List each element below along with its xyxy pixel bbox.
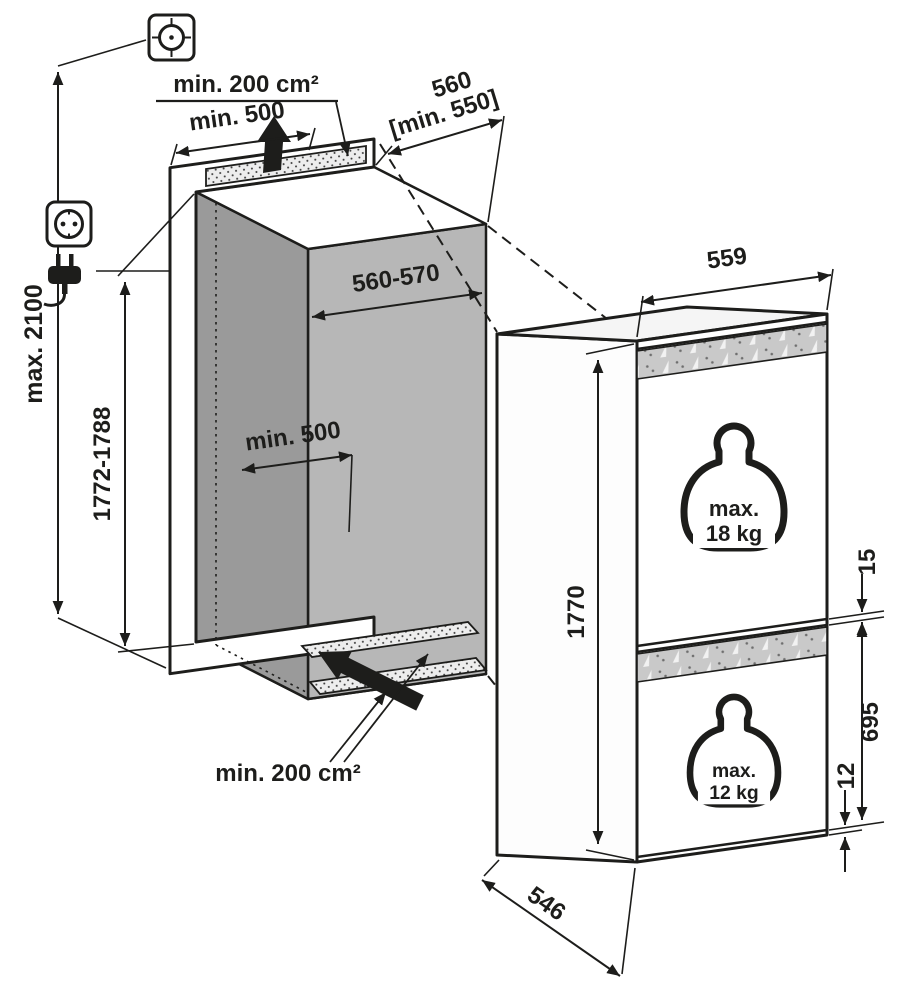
appliance-front-face [635,312,829,864]
plug-icon [43,254,81,307]
ext-depth-back [487,115,505,223]
upper-door-hinge-strip [636,323,828,380]
label-max-overall-height: max. 2100 [20,284,48,404]
label-lower-door-height: 695 [857,702,884,742]
ext-inner-clearance [348,454,353,533]
lower-door-hinge-strip [636,626,828,683]
dim-top-width [175,130,311,157]
weight-label-box [693,496,775,548]
ext-appl-height-bottom [585,849,635,861]
ext-gap12-bottom [828,829,863,836]
upper-door-load-label-1: max. [709,496,759,521]
label-appliance-depth: 546 [522,881,570,926]
niche-front-frame [168,137,376,676]
ext-max-height-top [57,39,147,67]
ext-gap15-bottom [828,616,885,626]
pointer-vent-top [335,101,351,157]
pointer-vent-bottom-1 [329,691,387,763]
dim-niche-depth [387,118,503,156]
weight-label-box [697,758,771,805]
vent-strip-floor [300,621,480,658]
weight-12kg-icon: max. 12 kg [686,693,782,808]
ext-niche-height-top [117,193,195,277]
label-vent-bottom: min. 200 cm² [215,760,360,787]
label-bottom-gap: 12 [833,763,860,790]
label-vent-top: min. 200 cm² [173,71,318,98]
upper-door-load-label-2: 18 kg [706,521,762,546]
reference-center-dot [169,35,174,40]
ext-top-width-right [308,127,316,151]
ext-niche-height-bottom [117,643,195,653]
lower-door-bottom-line [636,828,828,859]
label-top-gap: 15 [854,549,881,576]
appliance-drawing: max. 18 kg max. 12 kg [495,305,829,864]
socket-hole-left [60,221,66,227]
appliance-top-edge-line [636,320,828,351]
niche-drawing [168,116,488,711]
weight-18kg-icon: max. 18 kg [680,422,788,552]
label-niche-height: 1772-1788 [89,407,116,522]
ext-depth-546-back [483,859,500,877]
ext-appl-height-top [585,343,635,355]
ext-top-width-left [170,143,178,166]
door-gap-upper-line [636,617,828,648]
ceiling-reference-symbol [147,13,196,62]
dim-inner-clearance [241,451,353,474]
plug-body [48,266,81,284]
lower-door-load-label-2: 12 kg [709,782,759,804]
dim-inner-width [311,289,483,321]
projection-dotted-floor [215,644,307,693]
ext-depth-546-front [621,867,636,975]
plug-prong-right [69,254,74,267]
power-connection-symbols [43,200,170,307]
lower-door-load-label-1: max. [712,760,756,782]
ext-gap15-top [828,610,885,620]
plug-stem [62,283,68,294]
plug-prong-left [56,254,61,267]
label-appliance-width: 559 [705,242,748,274]
dim-appliance-width [640,271,832,306]
socket-hole-right [72,221,78,227]
ext-695-bottom [828,821,885,831]
dim-appliance-depth [481,879,621,977]
socket-icon [54,209,84,239]
socket-outline [45,200,93,248]
vent-strip-top [205,144,367,188]
ext-max-height-bottom [57,617,167,669]
airflow-arrow-bottom-icon [318,651,424,711]
door-gap-lower-line [636,623,828,654]
plug-cord [43,293,66,307]
label-appliance-height: 1770 [563,585,590,638]
pointer-vent-bottom-2 [343,653,429,763]
